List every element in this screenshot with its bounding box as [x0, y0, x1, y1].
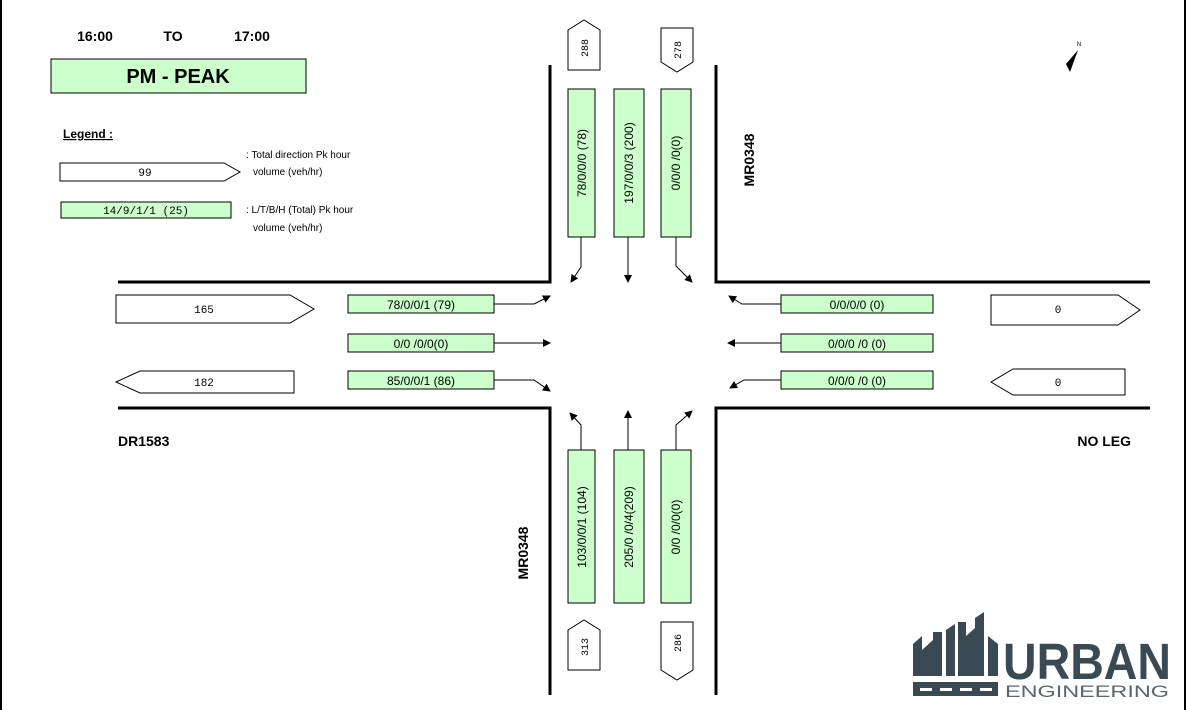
total-south-out: [660, 621, 694, 681]
arrow-south-right: [675, 410, 693, 450]
total-east-in: [990, 368, 1126, 396]
total-west-in-value: 165: [194, 305, 214, 317]
urban-engineering-logo: URBAN ENGINEERING: [913, 612, 1171, 701]
legend-turn-sample: 14/9/1/1 (25): [103, 206, 189, 218]
legend-total-desc-2: volume (veh/hr): [253, 167, 322, 178]
peak-label: PM - PEAK: [126, 66, 230, 88]
arrow-north-left: [570, 237, 582, 283]
legend-turn-desc-1: : L/T/B/H (Total) Pk hour: [246, 205, 354, 216]
to-label: TO: [163, 28, 182, 44]
total-west-out: [114, 370, 295, 394]
legend-turn-desc-2: volume (veh/hr): [253, 223, 322, 234]
movement-south-left-label: 103/0/0/1 (104): [575, 486, 589, 567]
movement-north-left-label: 78/0/0/0 (78): [575, 129, 589, 197]
movement-north-right-label: 0/0/0 /0(0): [669, 136, 683, 191]
road-name-south: MR0348: [515, 526, 531, 579]
movement-north-through-label: 197/0/0/3 (200): [622, 122, 636, 203]
movement-north-left: [567, 88, 596, 238]
total-east-out-value: 0: [1055, 305, 1062, 317]
movement-east-right-label: 0/0/0/0 (0): [830, 298, 885, 312]
movement-south-through: [613, 449, 645, 604]
legend-title: Legend :: [63, 127, 113, 141]
arrow-west-left: [494, 295, 551, 305]
total-east-out: [990, 294, 1141, 326]
road-name-east: NO LEG: [1077, 433, 1131, 449]
road-edges: [118, 65, 1150, 695]
arrow-east-right: [728, 295, 781, 305]
arrow-west-right: [494, 379, 551, 392]
logo-skyline-icon: [913, 612, 998, 696]
legend-total-sample: 99: [138, 168, 151, 180]
total-south-in-value: 313: [581, 638, 592, 656]
movement-west-left-label: 78/0/0/1 (79): [387, 298, 455, 312]
peak-label-box: [50, 58, 307, 94]
movement-north-right: [660, 88, 692, 238]
arrow-south-left: [569, 412, 582, 450]
movement-west-through-label: 0/0 /0/0(0): [394, 337, 449, 351]
movement-south-through-label: 205/0 /0/4(209): [622, 486, 636, 567]
total-east-in-value: 0: [1055, 378, 1062, 390]
logo-road-dashes: [920, 688, 992, 691]
start-time: 16:00: [77, 28, 113, 44]
total-west-in: [115, 294, 315, 324]
movement-east-through-label: 0/0/0 /0 (0): [828, 337, 886, 351]
total-south-in: [567, 619, 601, 671]
total-south-out-value: 286: [674, 634, 685, 652]
total-north-in: [660, 27, 694, 73]
legend-total-desc-1: : Total direction Pk hour: [246, 150, 351, 161]
svg-text:N: N: [1077, 42, 1081, 48]
legend-total-arrow: [59, 162, 242, 182]
logo-text-sub: ENGINEERING: [1005, 682, 1169, 701]
road-name-west: DR1583: [118, 433, 170, 449]
movement-east-left-label: 0/0/0 /0 (0): [828, 374, 886, 388]
arrow-east-left: [729, 379, 781, 389]
north-arrow-icon: N: [1060, 42, 1081, 72]
movement-arrows: [494, 237, 781, 450]
logo-text-main: URBAN: [1003, 633, 1171, 690]
arrow-north-right: [675, 237, 693, 283]
movement-south-right-label: 0/0 /0/0(0): [669, 500, 683, 555]
road-name-north: MR0348: [741, 133, 757, 186]
legend-turn-box: [60, 201, 232, 219]
total-north-out: [567, 19, 601, 71]
end-time: 17:00: [234, 28, 270, 44]
total-north-out-value: 288: [581, 39, 592, 57]
movement-north-through: [613, 88, 645, 238]
movement-south-left: [567, 449, 596, 604]
movement-west-right-label: 85/0/0/1 (86): [387, 374, 455, 388]
total-north-in-value: 278: [674, 41, 685, 59]
total-west-out-value: 182: [194, 378, 214, 390]
